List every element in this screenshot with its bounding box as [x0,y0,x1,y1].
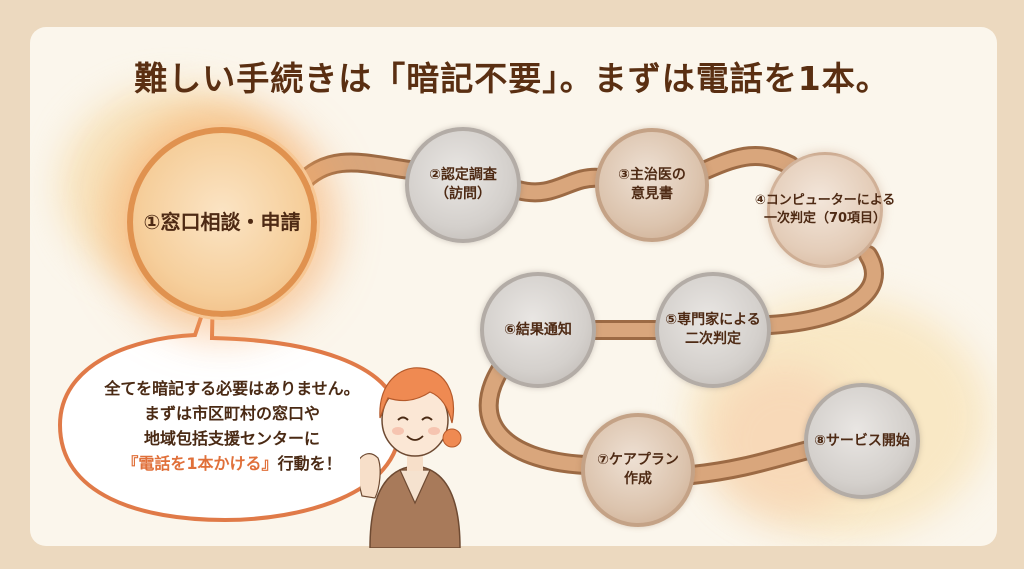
bubble-line-4: 『電話を1本かける』行動を！ [72,451,392,476]
step-8-label: ⑧サービス開始 [814,432,910,449]
step-6-label: ⑥結果通知 [504,321,572,338]
step-1-label: ①窓口相談・申請 [143,209,301,234]
step-2-label: ②認定調査 （訪問） [429,167,497,202]
step-3-node: ③主治医の 意見書 [595,128,709,242]
step-5-node: ⑤専門家による 二次判定 [655,272,771,388]
step-6-node: ⑥結果通知 [480,272,596,388]
step-4-node: ④コンピューターによる 一次判定（70項目） [755,152,895,268]
bubble-highlight: 『電話を1本かける』 [122,454,278,473]
bubble-line-1: 全てを暗記する必要はありません。 [104,379,360,398]
step-8-node: ⑧サービス開始 [804,383,920,499]
speech-bubble-shape [57,281,403,523]
step-2-node: ②認定調査 （訪問） [405,127,521,243]
step-7-node: ⑦ケアプラン 作成 [581,413,695,527]
step-4-label: ④コンピューターによる 一次判定（70項目） [754,193,896,226]
page-title: 難しい手続きは「暗記不要」。まずは電話を1本。 [134,59,890,98]
bubble-line-4-suffix: 行動を！ [277,454,342,473]
step-5-label: ⑤専門家による 二次判定 [665,312,761,347]
speech-bubble-text: 全てを暗記する必要はありません。 まずは市区町村の窓口や 地域包括支援センターに… [72,376,392,476]
bubble-line-3: 地域包括支援センターに [143,429,320,448]
step-3-label: ③主治医の 意見書 [618,167,686,202]
step-1-node: ①窓口相談・申請 [127,127,317,317]
bubble-line-2: まずは市区町村の窓口や [143,404,320,423]
woman-illustration-icon [360,367,462,548]
step-7-label: ⑦ケアプラン 作成 [597,452,679,487]
